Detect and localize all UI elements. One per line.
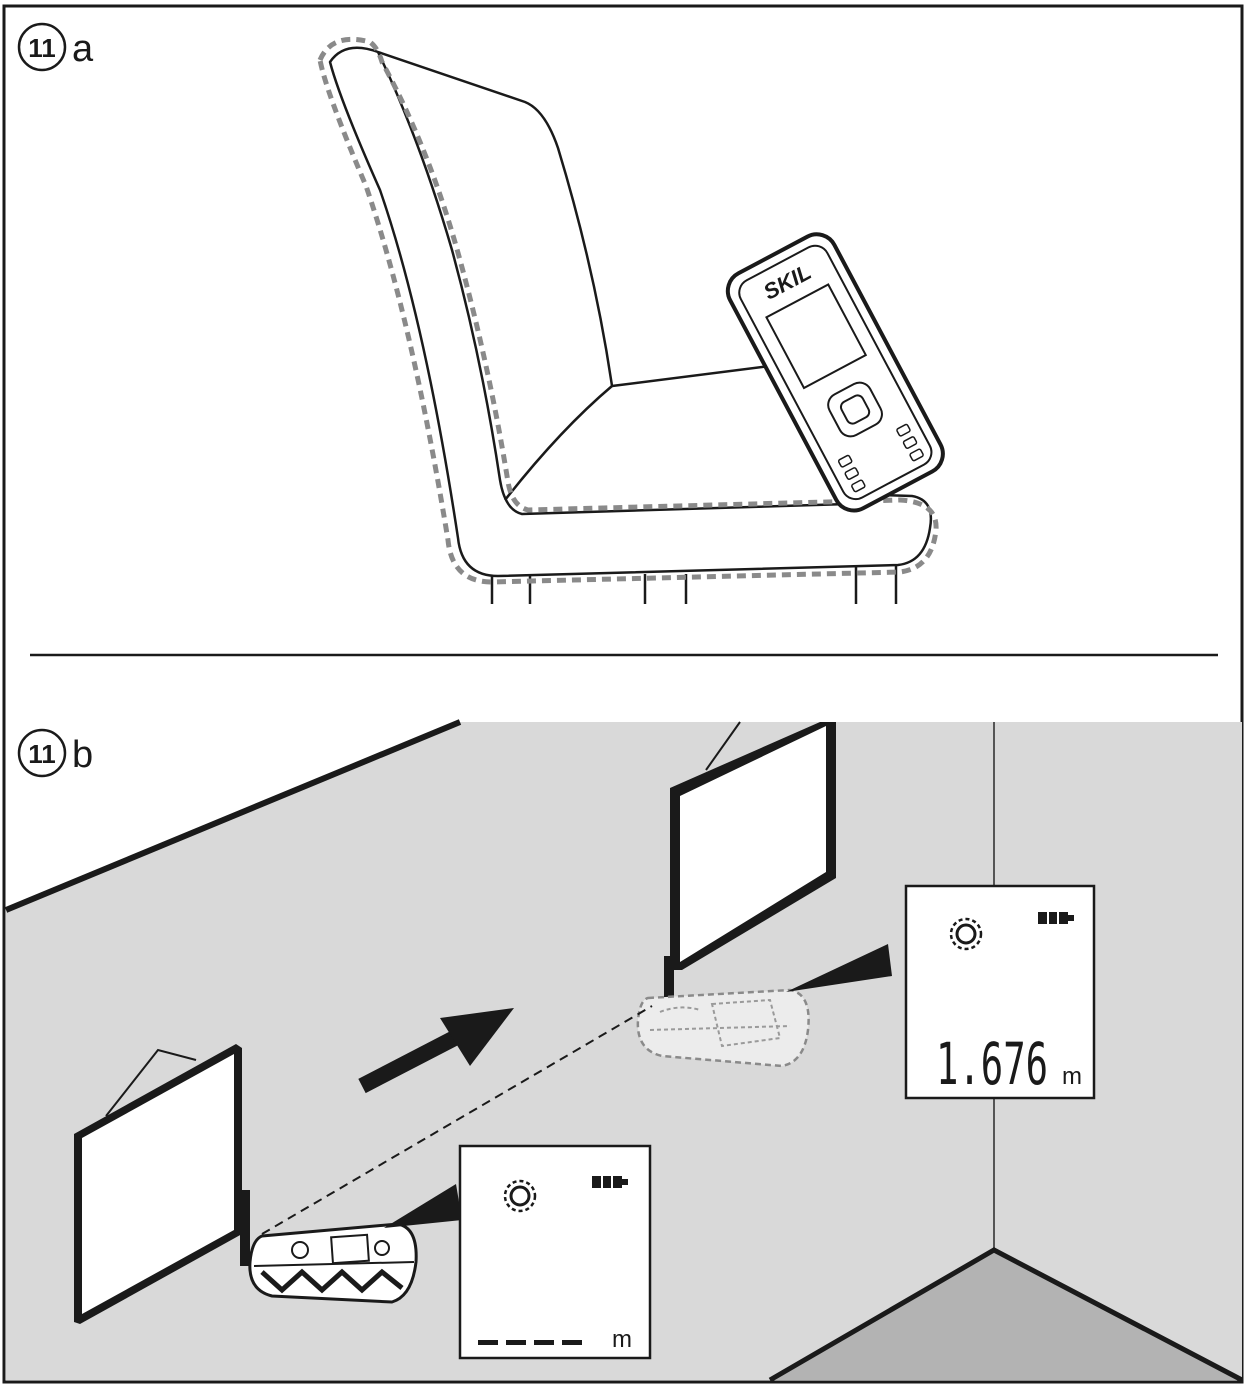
end-reading-value: 1.676 bbox=[936, 1030, 1048, 1098]
start-device-button bbox=[292, 1242, 308, 1258]
step-badge-b: 11 b bbox=[19, 730, 93, 776]
panel-letter-a: a bbox=[72, 28, 94, 70]
far-clamp bbox=[664, 956, 674, 1000]
panel-letter-b: b bbox=[72, 734, 93, 776]
start-display-callout: m bbox=[460, 1146, 650, 1358]
step-badge-a: 11 a bbox=[19, 24, 94, 70]
start-device-screen bbox=[331, 1235, 369, 1263]
end-reading-unit: m bbox=[1062, 1063, 1082, 1090]
start-reading-unit: m bbox=[612, 1326, 632, 1353]
near-clamp bbox=[240, 1190, 250, 1266]
start-device-lens bbox=[375, 1241, 389, 1255]
start-laser-measure bbox=[250, 1224, 416, 1302]
ghost-laser-measure bbox=[638, 990, 809, 1066]
step-number-b: 11 bbox=[28, 739, 56, 769]
step-number-a: 11 bbox=[28, 33, 56, 63]
end-display-callout: 1.676 m bbox=[906, 886, 1094, 1098]
